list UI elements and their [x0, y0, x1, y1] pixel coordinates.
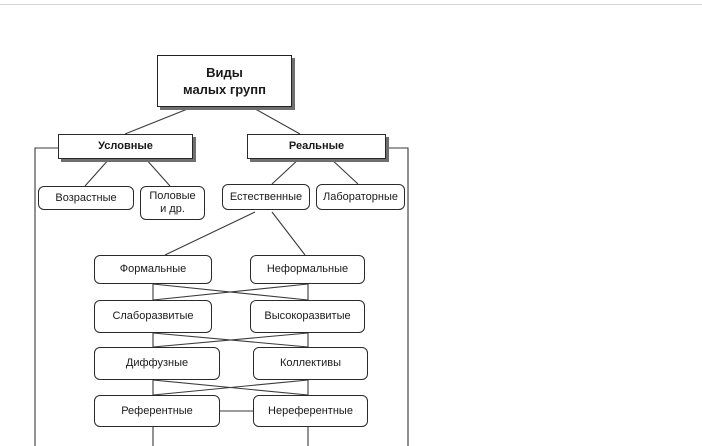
connector-title-real — [249, 105, 301, 135]
diagram-title-box: Виды малых групп — [157, 55, 292, 107]
connector-natural-formal — [164, 211, 256, 256]
category-real-box: Реальные — [247, 134, 386, 159]
pair-right-box: Неформальные — [250, 255, 365, 284]
pair-right-box: Нереферентные — [253, 395, 368, 427]
connector-real-natural — [271, 157, 301, 185]
pair-right-box: Коллективы — [253, 347, 368, 380]
category-conditional-box: Условные — [58, 134, 193, 159]
item-natural-box: Естественные — [222, 184, 310, 210]
top-divider-line — [0, 4, 702, 5]
pair-left-box: Формальные — [94, 255, 212, 284]
item-age-box: Возрастные — [38, 186, 134, 210]
frame-right-line — [386, 147, 409, 446]
connector-title-conditional — [124, 105, 196, 135]
pair-left-box: Диффузные — [94, 347, 220, 380]
item-laboratory-box: Лабораторные — [316, 184, 405, 210]
pair-left-box: Слаборазвитые — [94, 300, 212, 333]
connector-conditional-age — [84, 157, 111, 187]
connector-natural-informal — [271, 211, 306, 256]
connector-conditional-gender — [144, 157, 171, 187]
connector-real-laboratory — [329, 157, 359, 185]
cross-line — [152, 283, 309, 301]
cross-line — [152, 332, 309, 348]
cross-line — [152, 379, 309, 396]
pair-left-box: Референтные — [94, 395, 220, 427]
frame-left-line — [34, 147, 58, 446]
item-gender-box: Половые и др. — [140, 186, 205, 220]
pair-right-box: Высокоразвитые — [250, 300, 365, 333]
